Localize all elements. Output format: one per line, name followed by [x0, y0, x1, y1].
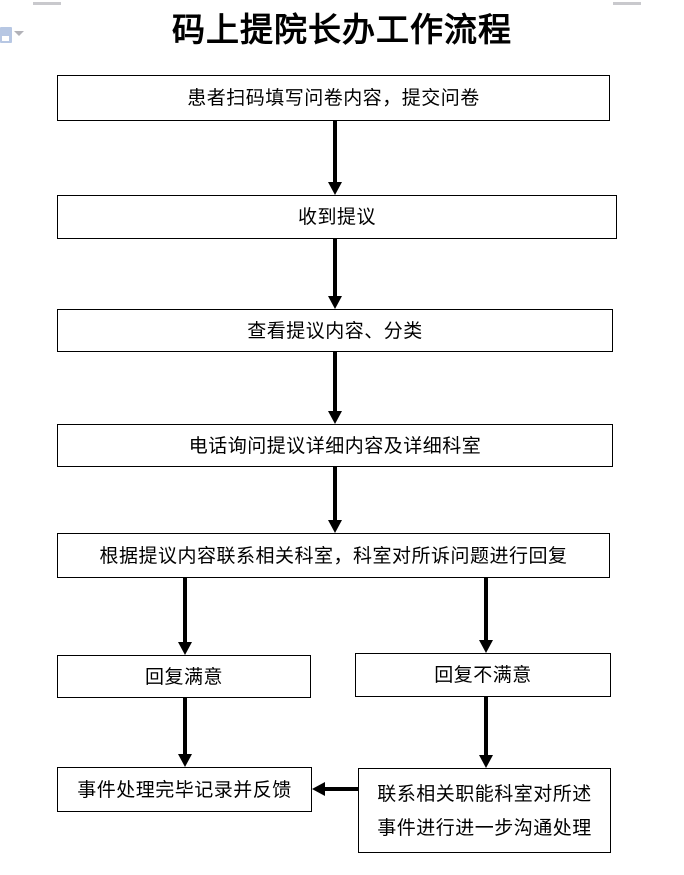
- arrow-scan-to-receive: [333, 121, 337, 183]
- flow-node-reply-unsatisfied[interactable]: 回复不满意: [355, 653, 611, 697]
- page-title: 码上提院长办工作流程: [172, 10, 512, 49]
- flow-node-phone-inquiry[interactable]: 电话询问提议详细内容及详细科室: [57, 424, 613, 467]
- arrow-receive-to-review: [333, 239, 337, 297]
- ruler-mark-left: [33, 2, 61, 5]
- arrow-unsatisfied-to-escalate: [484, 697, 488, 756]
- paste-options-icon[interactable]: [0, 27, 12, 43]
- flow-node-reply-satisfied[interactable]: 回复满意: [57, 655, 311, 698]
- arrow-contact-to-satisfied: [183, 578, 187, 643]
- flow-node-escalate-functional-department[interactable]: 联系相关职能科室对所述 事件进行进一步沟通处理: [358, 768, 611, 853]
- flow-node-escalate-line-1: 联系相关职能科室对所述: [377, 782, 592, 805]
- arrow-phone-to-contact: [333, 467, 337, 521]
- arrow-contact-to-unsatisfied: [484, 578, 488, 641]
- chevron-down-icon[interactable]: [14, 31, 24, 36]
- flow-node-receive-suggestion[interactable]: 收到提议: [57, 195, 617, 239]
- arrow-review-to-phone: [333, 352, 337, 412]
- flow-node-scan-submit[interactable]: 患者扫码填写问卷内容，提交问卷: [57, 75, 610, 121]
- flow-node-contact-department-reply[interactable]: 根据提议内容联系相关科室，科室对所诉问题进行回复: [57, 533, 610, 578]
- arrow-escalate-to-closed: [324, 787, 358, 791]
- flow-node-review-classify[interactable]: 查看提议内容、分类: [57, 309, 613, 352]
- ruler-mark-right: [613, 2, 641, 5]
- arrow-satisfied-to-closed: [183, 698, 187, 755]
- flow-node-case-closed-feedback[interactable]: 事件处理完毕记录并反馈: [57, 767, 312, 812]
- flow-node-escalate-line-2: 事件进行进一步沟通处理: [377, 816, 592, 839]
